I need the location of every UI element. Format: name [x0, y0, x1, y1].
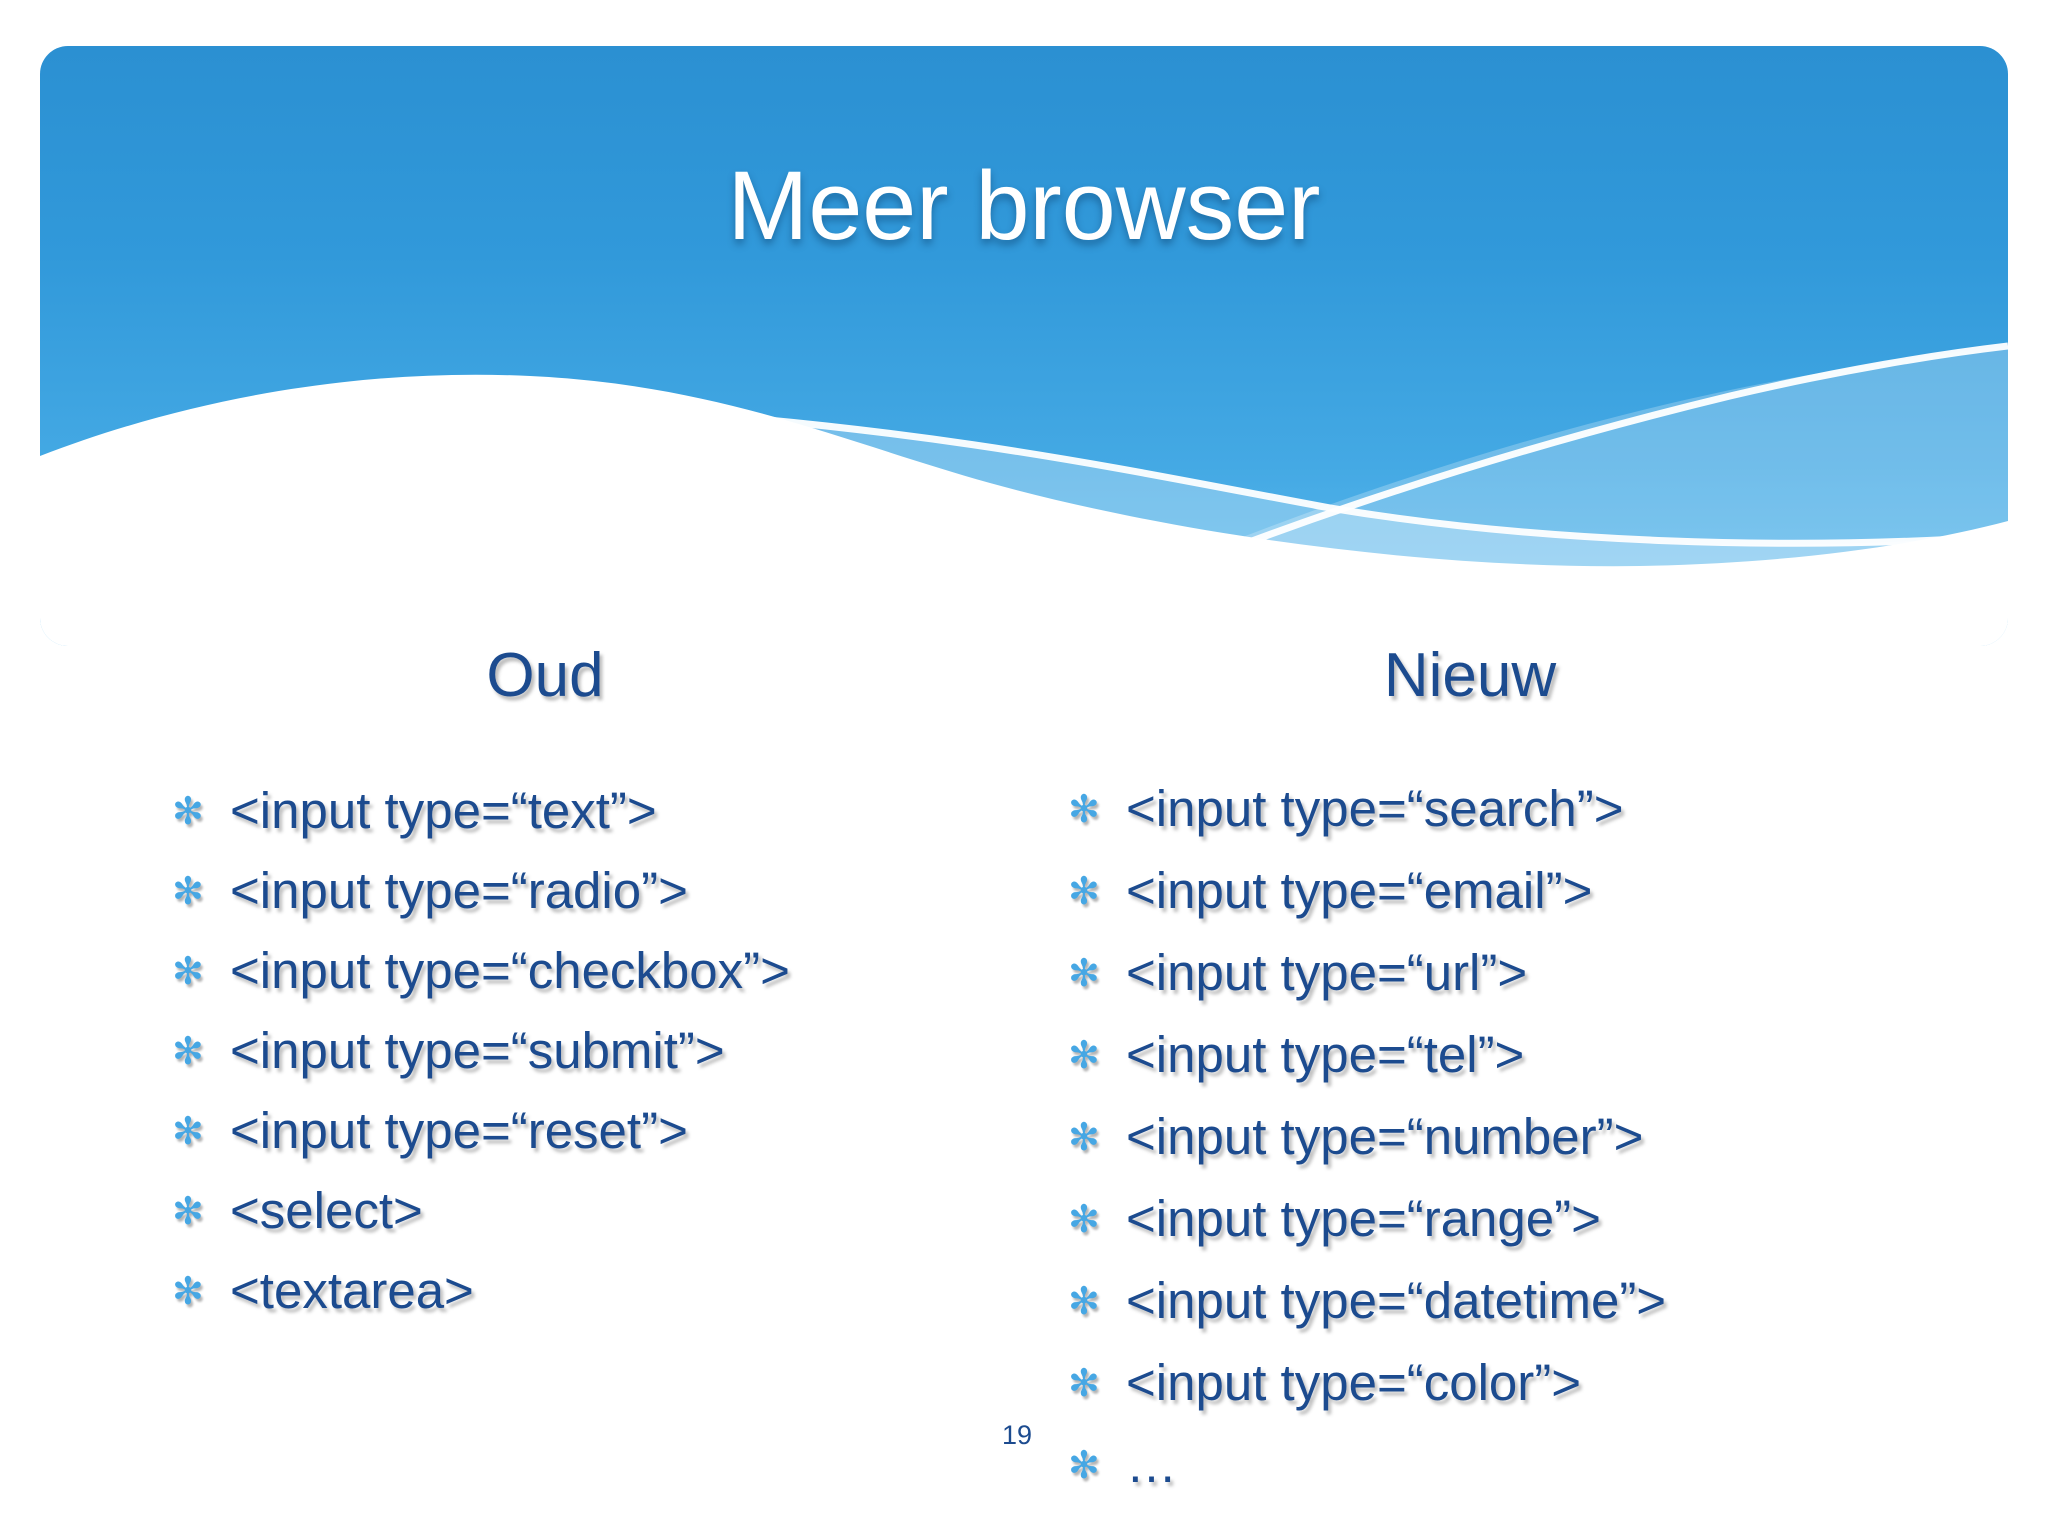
list-item: ✻ <input type=“color”> [1068, 1354, 1968, 1436]
snowflake-bullet-icon: ✻ [1068, 951, 1100, 995]
snowflake-bullet-icon: ✻ [172, 869, 204, 913]
snowflake-bullet-icon: ✻ [1068, 1115, 1100, 1159]
column-heading-oud: Oud [486, 641, 604, 710]
snowflake-bullet-icon: ✻ [1068, 869, 1100, 913]
list-item: ✻ <input type=“email”> [1068, 862, 1968, 944]
list-item: ✻ <input type=“number”> [1068, 1108, 1968, 1190]
list-item-label: <input type=“text”> [230, 782, 657, 839]
list-item: ✻ … [1068, 1436, 1968, 1518]
snowflake-bullet-icon: ✻ [172, 949, 204, 993]
list-item-label: <input type=“submit”> [230, 1022, 725, 1079]
list-item-label: <input type=“email”> [1126, 862, 1593, 919]
list-item: ✻ <textarea> [172, 1262, 932, 1342]
snowflake-bullet-icon: ✻ [172, 789, 204, 833]
list-item-label: <select> [230, 1182, 423, 1239]
list-item: ✻ <input type=“submit”> [172, 1022, 932, 1102]
snowflake-bullet-icon: ✻ [1068, 1033, 1100, 1077]
list-item: ✻ <input type=“tel”> [1068, 1026, 1968, 1108]
snowflake-bullet-icon: ✻ [1068, 787, 1100, 831]
list-item-label: <input type=“number”> [1126, 1108, 1644, 1165]
list-item: ✻ <input type=“radio”> [172, 862, 932, 942]
page-number: 19 [1002, 1420, 1033, 1450]
snowflake-bullet-icon: ✻ [172, 1189, 204, 1233]
list-item-label: <textarea> [230, 1262, 474, 1319]
snowflake-bullet-icon: ✻ [172, 1109, 204, 1153]
list-item-label: <input type=“radio”> [230, 862, 688, 919]
old-input-types-list: ✻ <input type=“text”> ✻ <input type=“rad… [172, 782, 932, 1342]
list-item-label: <input type=“datetime”> [1126, 1272, 1667, 1329]
list-item-label: <input type=“color”> [1126, 1354, 1582, 1411]
list-item: ✻ <input type=“range”> [1068, 1190, 1968, 1272]
snowflake-bullet-icon: ✻ [1068, 1279, 1100, 1323]
column-heading-nieuw: Nieuw [1383, 641, 1557, 710]
list-item: ✻ <input type=“reset”> [172, 1102, 932, 1182]
snowflake-bullet-icon: ✻ [172, 1269, 204, 1313]
snowflake-bullet-icon: ✻ [172, 1029, 204, 1073]
list-item: ✻ <input type=“url”> [1068, 944, 1968, 1026]
list-item-label: <input type=“reset”> [230, 1102, 688, 1159]
list-item-label: <input type=“search”> [1126, 780, 1624, 837]
slide-header-banner: Meer browser [40, 46, 2008, 646]
new-input-types-list: ✻ <input type=“search”> ✻ <input type=“e… [1068, 780, 1968, 1518]
wave-decoration-icon [40, 342, 2008, 646]
list-item: ✻ <input type=“checkbox”> [172, 942, 932, 1022]
list-item: ✻ <input type=“search”> [1068, 780, 1968, 862]
snowflake-bullet-icon: ✻ [1068, 1443, 1100, 1487]
page-title: Meer browser [727, 151, 1321, 260]
list-item: ✻ <select> [172, 1182, 932, 1262]
snowflake-bullet-icon: ✻ [1068, 1197, 1100, 1241]
list-item-label: <input type=“checkbox”> [230, 942, 790, 999]
list-item-label: <input type=“tel”> [1126, 1026, 1525, 1083]
list-item: ✻ <input type=“text”> [172, 782, 932, 862]
snowflake-bullet-icon: ✻ [1068, 1361, 1100, 1405]
list-item-label: … [1126, 1436, 1177, 1493]
list-item-label: <input type=“url”> [1126, 944, 1528, 1001]
list-item-label: <input type=“range”> [1126, 1190, 1601, 1247]
list-item: ✻ <input type=“datetime”> [1068, 1272, 1968, 1354]
